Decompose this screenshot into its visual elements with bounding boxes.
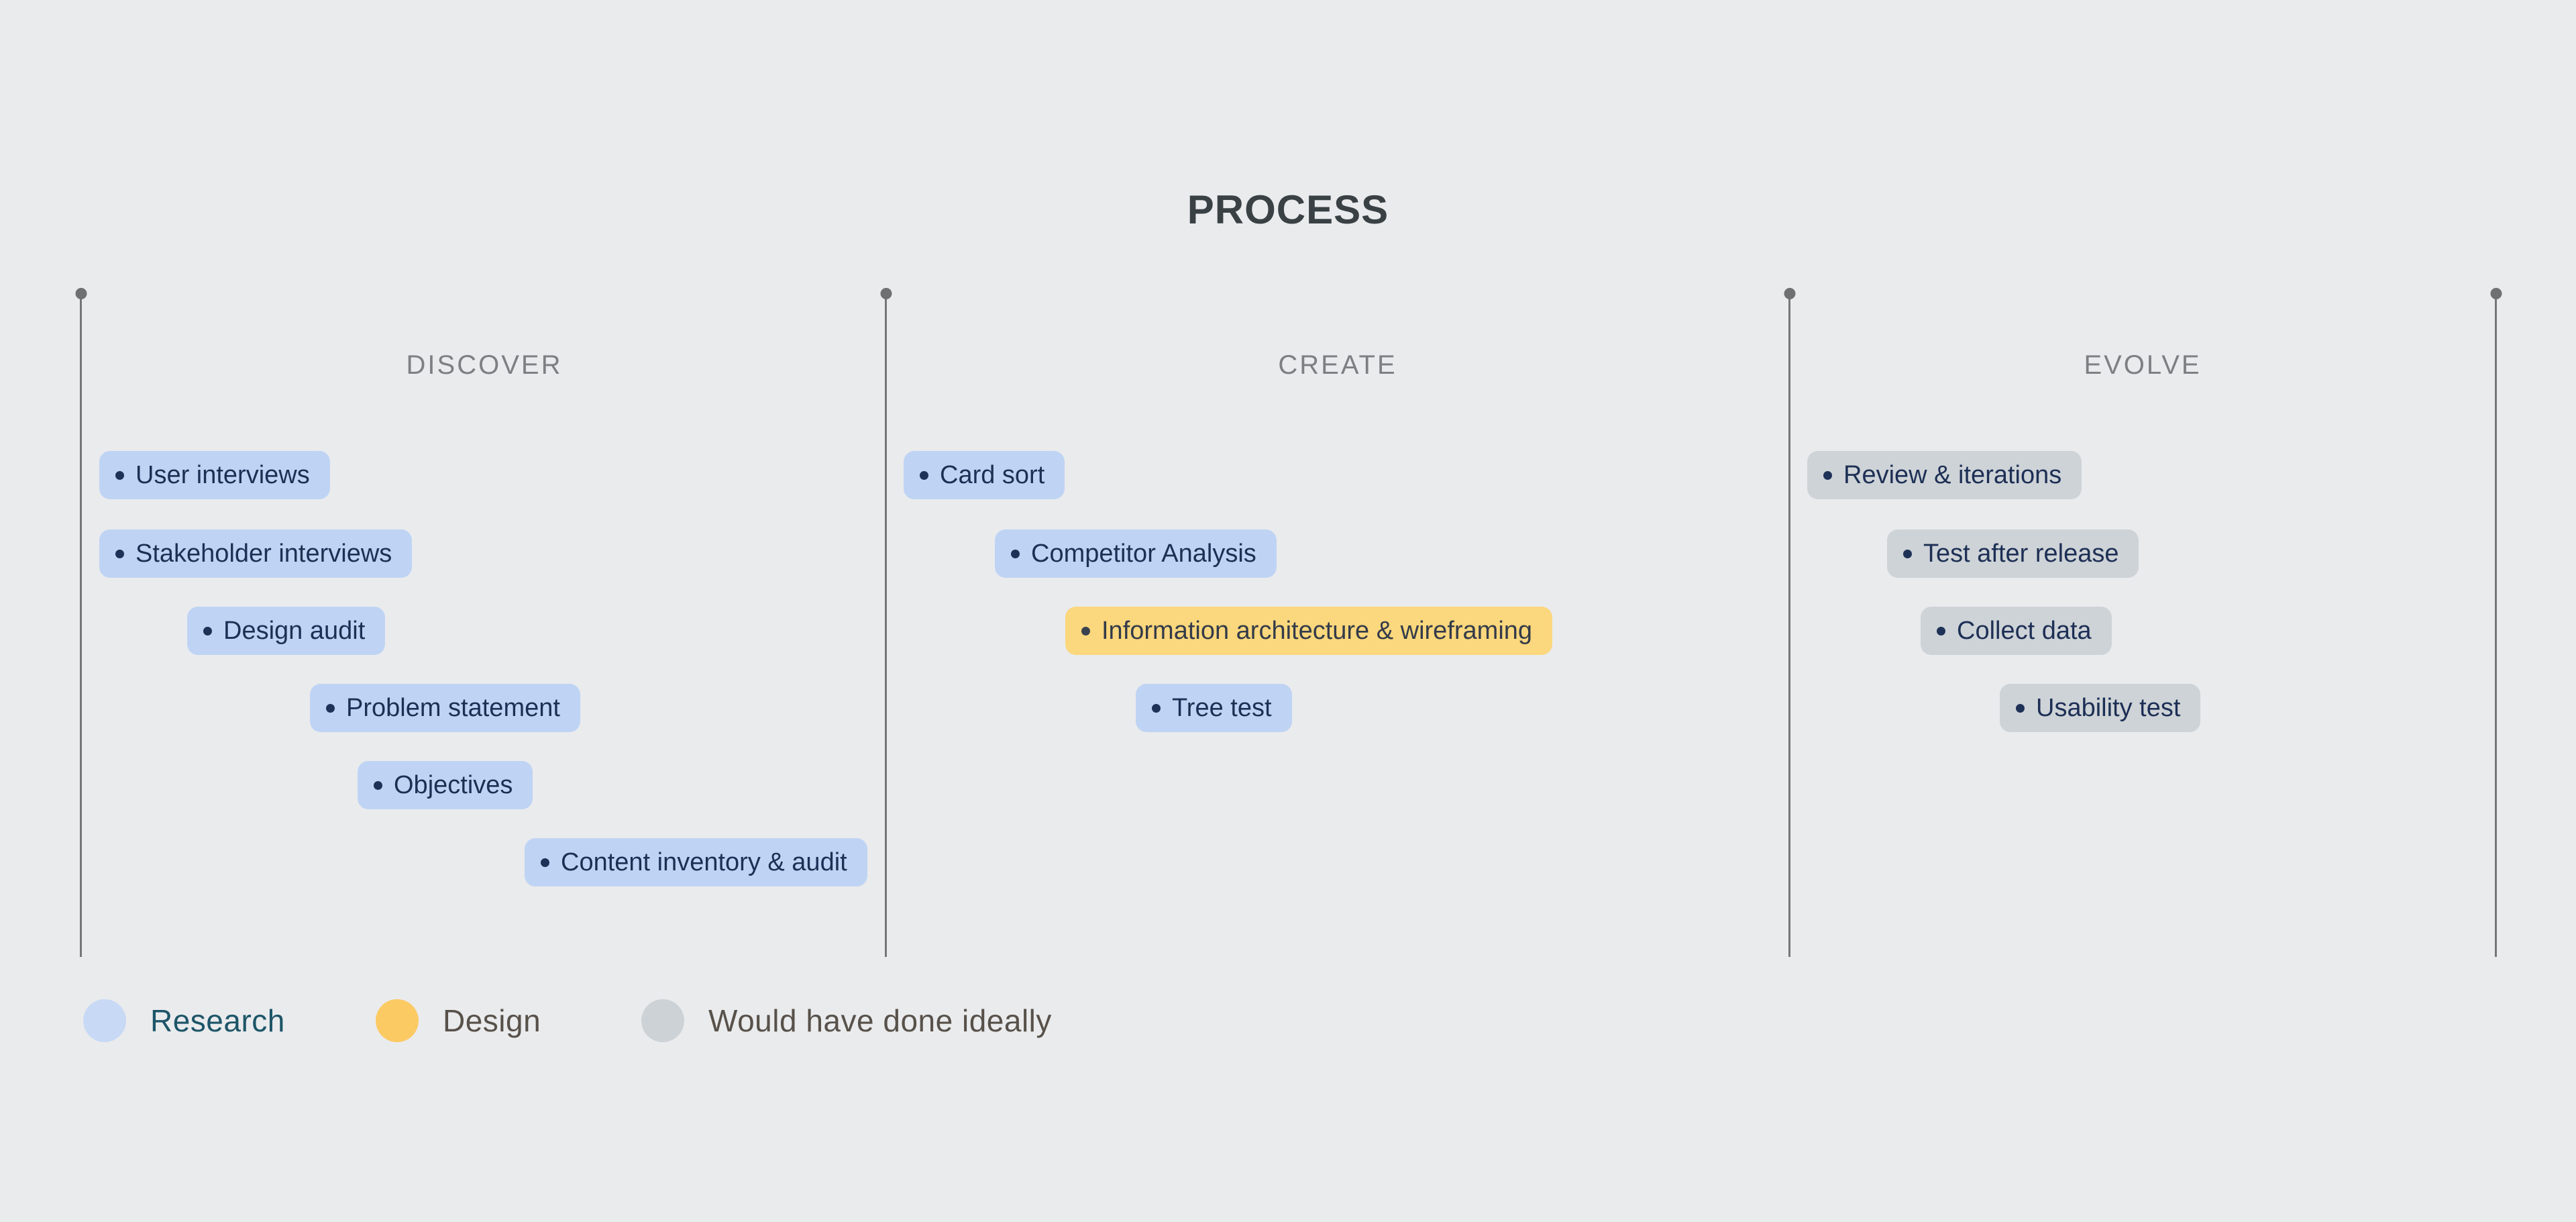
- process-chip-objectives: Objectives: [358, 761, 533, 809]
- legend-label: Research: [150, 1003, 285, 1038]
- process-chip-design-audit: Design audit: [187, 607, 386, 655]
- process-chip-test-after-release: Test after release: [1887, 529, 2139, 578]
- timeline-dot-icon: [2490, 288, 2502, 299]
- timeline-divider: [880, 288, 892, 957]
- bullet-icon: [1937, 626, 1945, 635]
- chip-label: Test after release: [1923, 539, 2119, 568]
- timeline-divider: [1784, 288, 1795, 957]
- timeline-dot-icon: [1784, 288, 1795, 299]
- legend-item-research: Research: [83, 999, 285, 1042]
- chip-label: Collect data: [1957, 616, 2092, 645]
- legend-item-would-have-done-ideally: Would have done ideally: [641, 999, 1052, 1042]
- process-chip-review-iterations: Review & iterations: [1807, 451, 2082, 499]
- process-chip-collect-data: Collect data: [1921, 607, 2112, 655]
- bullet-icon: [920, 470, 928, 480]
- bullet-icon: [2016, 703, 2025, 713]
- process-chip-user-interviews: User interviews: [99, 451, 330, 499]
- legend-swatch-icon: [641, 999, 684, 1042]
- timeline-dot-icon: [75, 288, 87, 299]
- process-chip-stakeholder-interviews: Stakeholder interviews: [99, 529, 413, 578]
- phase-header-evolve: EVOLVE: [2084, 350, 2202, 380]
- bullet-icon: [326, 703, 335, 713]
- bullet-icon: [1152, 703, 1161, 713]
- bullet-icon: [1823, 470, 1832, 480]
- bullet-icon: [115, 470, 124, 480]
- bullet-icon: [1081, 626, 1090, 635]
- process-chip-problem-statement: Problem statement: [310, 684, 580, 732]
- bullet-icon: [115, 549, 124, 558]
- timeline-divider: [2490, 288, 2502, 957]
- chip-label: Usability test: [2036, 693, 2181, 722]
- process-chip-tree-test: Tree test: [1136, 684, 1292, 732]
- process-chip-content-inventory-audit: Content inventory & audit: [525, 838, 867, 886]
- chip-label: Competitor Analysis: [1031, 539, 1256, 568]
- bullet-icon: [1903, 549, 1912, 558]
- process-chip-information-architecture-wireframing: Information architecture & wireframing: [1065, 607, 1553, 655]
- chip-label: Information architecture & wireframing: [1102, 616, 1533, 645]
- bullet-icon: [374, 780, 382, 790]
- chip-label: Card sort: [940, 460, 1045, 489]
- process-chip-card-sort: Card sort: [904, 451, 1065, 499]
- chip-label: User interviews: [136, 460, 310, 489]
- legend-label: Design: [443, 1003, 541, 1038]
- legend-item-design: Design: [376, 999, 541, 1042]
- bullet-icon: [1011, 549, 1020, 558]
- process-chip-usability-test: Usability test: [2000, 684, 2201, 732]
- bullet-icon: [541, 858, 549, 867]
- legend-swatch-icon: [376, 999, 419, 1042]
- chip-label: Stakeholder interviews: [136, 539, 392, 568]
- chip-label: Content inventory & audit: [561, 848, 847, 876]
- timeline-divider: [75, 288, 87, 957]
- page-title: PROCESS: [1187, 187, 1389, 232]
- legend-swatch-icon: [83, 999, 126, 1042]
- phase-header-discover: DISCOVER: [406, 350, 563, 380]
- legend-label: Would have done ideally: [708, 1003, 1052, 1038]
- chip-label: Problem statement: [346, 693, 560, 722]
- process-chip-competitor-analysis: Competitor Analysis: [995, 529, 1277, 578]
- phase-header-create: CREATE: [1278, 350, 1397, 380]
- chip-label: Tree test: [1172, 693, 1272, 722]
- chip-label: Review & iterations: [1843, 460, 2062, 489]
- chip-label: Objectives: [394, 770, 513, 799]
- chip-label: Design audit: [223, 616, 366, 645]
- timeline-dot-icon: [880, 288, 892, 299]
- bullet-icon: [203, 626, 212, 635]
